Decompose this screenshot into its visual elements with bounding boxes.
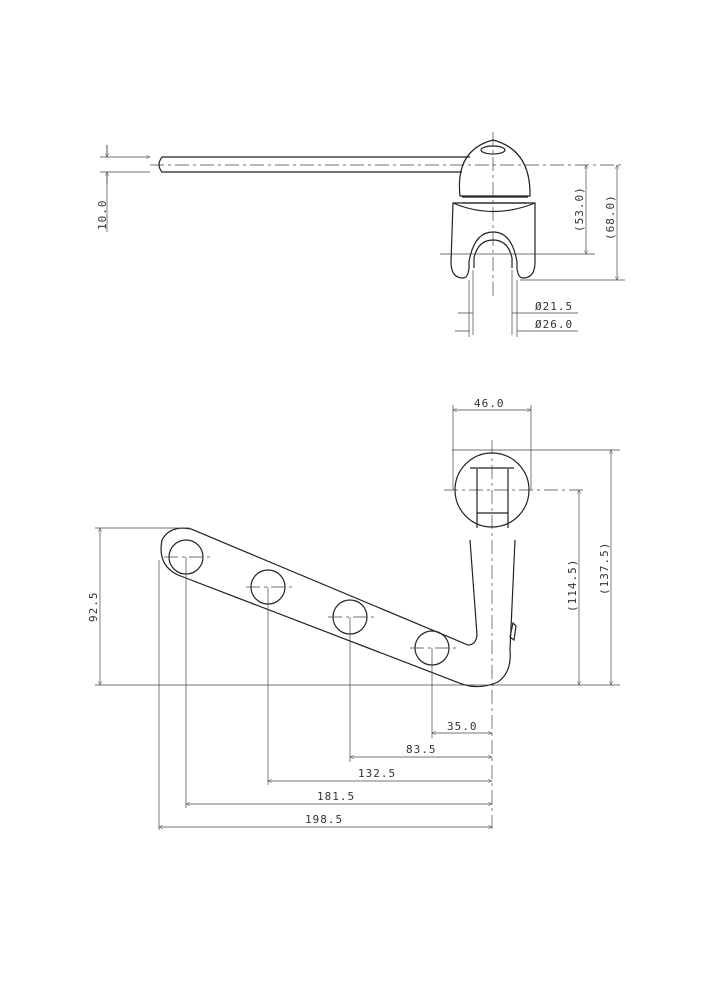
knob-detail: [470, 467, 514, 528]
dim-hole2: 83.5: [406, 743, 437, 756]
front-view: 46.0 (137.5) (114.5) 92.5 35.0 83.5 132.…: [87, 397, 620, 830]
knob-top: [458, 139, 531, 197]
hole-ext-lines: [158, 557, 433, 830]
knob: [454, 452, 530, 528]
crank-arm: [160, 527, 516, 688]
dim-knob-width: 46.0: [474, 397, 505, 410]
dim-ext-lines: [440, 253, 625, 281]
clip-inner: [473, 239, 513, 268]
front-ext-lines: [95, 405, 620, 686]
top-view: 10.0 (53.0) (68.0) Ø21.5 Ø26.0: [96, 132, 625, 337]
clip-curve: [452, 202, 536, 213]
dim-hole4: 181.5: [317, 790, 355, 803]
knob-band: [462, 196, 528, 204]
dim-total-height: (137.5): [598, 542, 611, 595]
dim-dia-ext: [468, 270, 518, 337]
dim-knob-center-height: (114.5): [566, 559, 579, 612]
dim-height-53: (53.0): [573, 186, 586, 232]
knob-slot: [480, 145, 506, 155]
dim-height-68: (68.0): [604, 194, 617, 240]
dim-hole1: 35.0: [447, 720, 478, 733]
stem-tab: [509, 621, 517, 642]
dim-total-length: 198.5: [305, 813, 343, 826]
dim-rod-diameter: 10.0: [96, 200, 109, 231]
dim-arm-height: 92.5: [87, 592, 100, 623]
dim-inner-dia: Ø21.5: [535, 300, 573, 313]
clip-body: [450, 202, 536, 279]
mounting-holes: [164, 539, 456, 666]
dim-hole3: 132.5: [358, 767, 396, 780]
rod: [158, 156, 470, 173]
hole-centerlines: [164, 556, 456, 649]
dim-outer-dia: Ø26.0: [535, 318, 573, 331]
